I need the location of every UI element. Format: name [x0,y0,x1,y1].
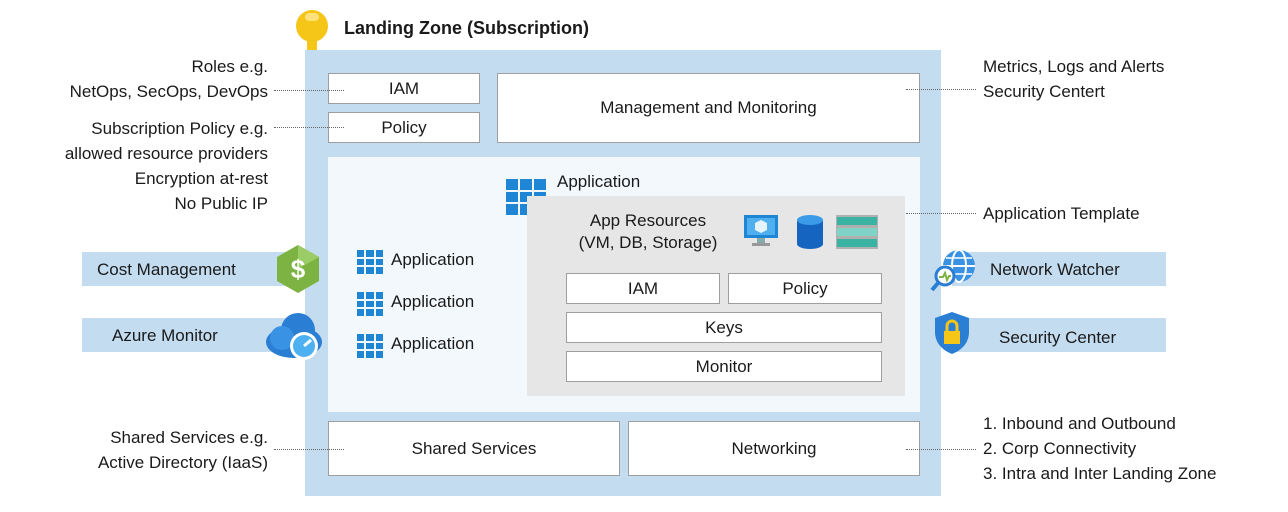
network-watcher-label: Network Watcher [990,260,1120,279]
shared-line2: Active Directory (IaaS) [97,453,268,472]
app-grid-icon [357,334,383,358]
page-title: Landing Zone (Subscription) [344,18,589,38]
policy-annotation: Subscription Policy e.g. allowed resourc… [10,116,268,216]
app-iam-box: IAM [566,273,720,304]
security-center-label: Security Center [999,328,1117,347]
azure-monitor-band [82,318,292,352]
shared-connector [274,449,344,450]
policy-box: Policy [328,112,480,143]
monitoring-line2: Security Centert [983,82,1105,101]
networking-line3: 3. Intra and Inter Landing Zone [983,464,1217,483]
monitoring-connector [906,89,976,90]
app-resources-title: App Resources (VM, DB, Storage) [558,210,738,254]
network-watcher-band [952,252,1166,286]
management-box: Management and Monitoring [497,73,920,143]
monitoring-annotation: Metrics, Logs and Alerts Security Center… [983,54,1273,104]
svg-text:$: $ [291,254,306,284]
networking-box: Networking [628,421,920,476]
application-list-item: Application [391,334,475,353]
vm-monitor-icon [743,214,779,253]
roles-line1: Roles e.g. [191,57,268,76]
app-grid-icon [357,250,383,274]
shared-line1: Shared Services e.g. [110,428,268,447]
storage-icon [836,215,878,254]
network-watcher-globe-icon [930,246,980,299]
policy-line4: No Public IP [174,194,268,213]
app-resources-line2: (VM, DB, Storage) [578,233,718,252]
policy-line3: Encryption at-rest [134,169,268,188]
app-resources-line1: App Resources [589,211,707,230]
database-icon [796,214,824,255]
template-connector [906,213,976,214]
application-list-item: Application [391,292,475,311]
roles-annotation: Roles e.g. NetOps, SecOps, DevOps [10,54,268,104]
networking-connector [906,449,976,450]
networking-line2: 2. Corp Connectivity [983,439,1137,458]
app-policy-box: Policy [728,273,882,304]
app-grid-icon [357,292,383,316]
cost-management-band [82,252,292,286]
networking-annotation: 1. Inbound and Outbound 2. Corp Connecti… [983,411,1283,486]
roles-line2: NetOps, SecOps, DevOps [69,82,268,101]
shared-annotation: Shared Services e.g. Active Directory (I… [10,425,268,475]
security-center-band [952,318,1166,352]
policy-line2: allowed resource providers [64,144,268,163]
policy-line1: Subscription Policy e.g. [91,119,268,138]
azure-monitor-label: Azure Monitor [112,326,218,345]
application-list-item: Application [391,250,475,269]
app-keys-box: Keys [566,312,882,343]
azure-monitor-cloud-icon [264,310,326,365]
app-monitor-box: Monitor [566,351,882,382]
application-main-label: Application [557,172,641,191]
template-annotation: Application Template [983,204,1140,223]
monitoring-line1: Metrics, Logs and Alerts [983,57,1165,76]
shared-services-box: Shared Services [328,421,620,476]
roles-connector [274,90,344,91]
policy-connector [274,127,344,128]
dollar-hexagon-icon: $ [272,243,324,300]
iam-box: IAM [328,73,480,104]
cost-management-label: Cost Management [97,260,236,279]
networking-line1: 1. Inbound and Outbound [983,414,1176,433]
security-shield-lock-icon [932,310,972,361]
